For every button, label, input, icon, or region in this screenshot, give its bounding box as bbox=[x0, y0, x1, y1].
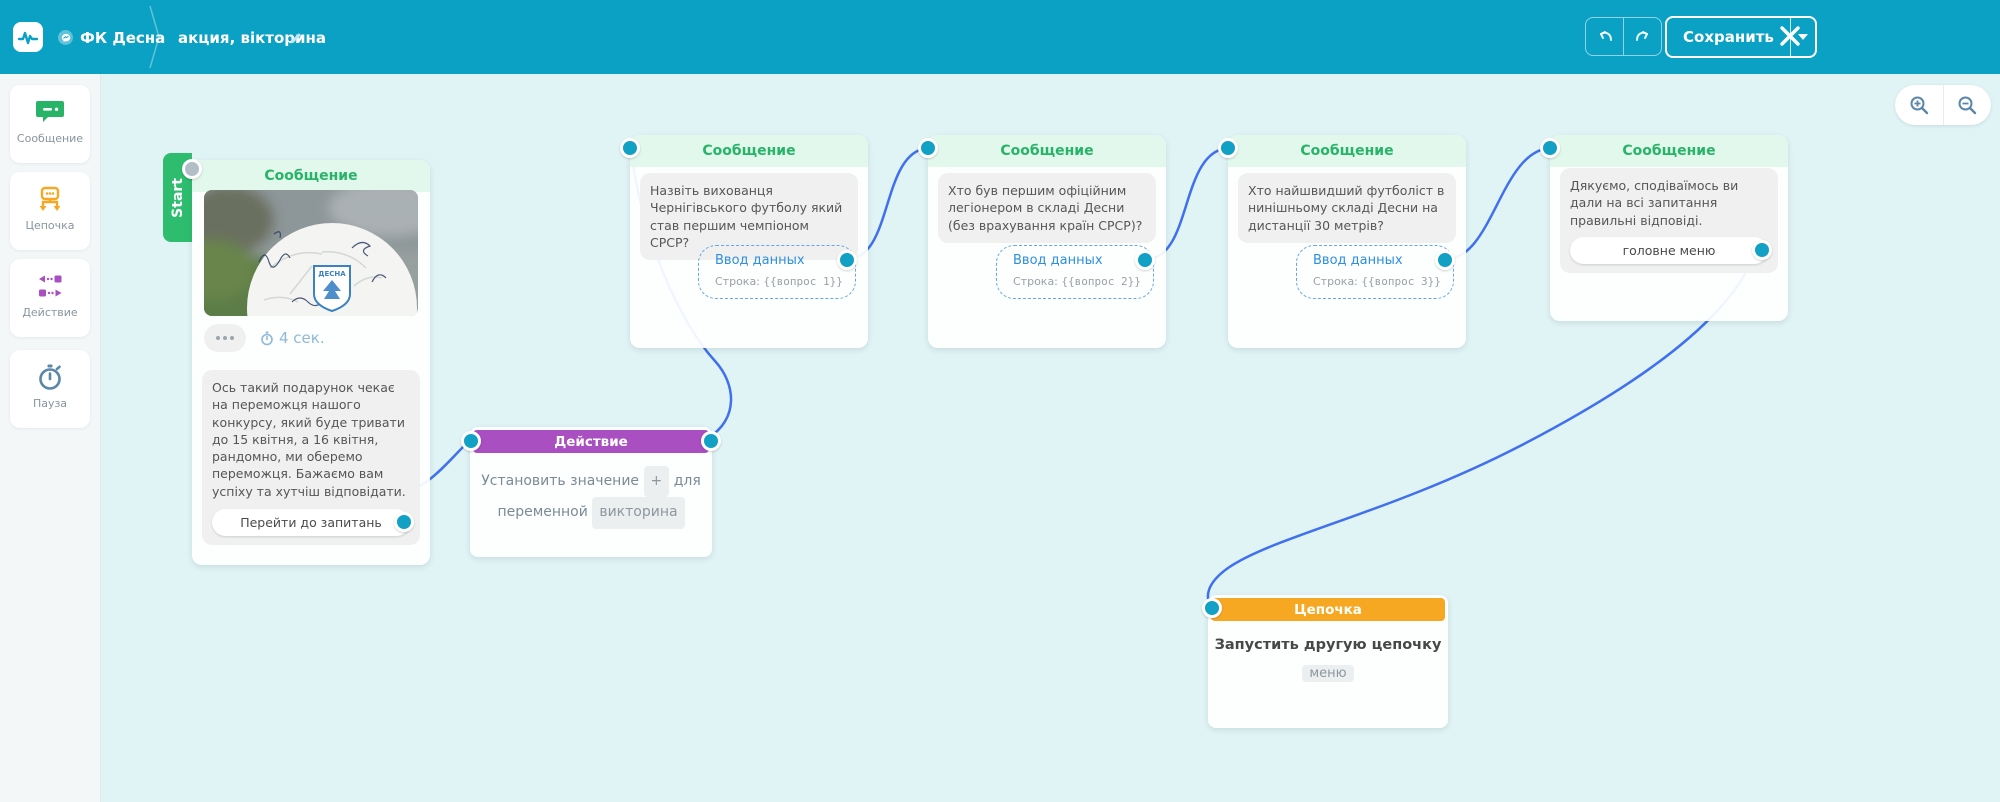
connector-port-input[interactable] bbox=[620, 138, 640, 158]
caret-down-icon bbox=[1797, 34, 1808, 40]
quick-reply-button[interactable]: Перейти до запитань bbox=[212, 508, 414, 536]
message-icon bbox=[35, 96, 65, 128]
connector-port-output[interactable] bbox=[837, 250, 857, 270]
message-meta-row: 4 сек. bbox=[204, 324, 325, 352]
connector-port-output[interactable] bbox=[1752, 240, 1772, 261]
sidebar-item-label: Сообщение bbox=[16, 132, 84, 145]
message-text: Ось такий подарунок чекає на переможця н… bbox=[212, 380, 406, 499]
message-bubble: Дякуємо, сподіваїмось ви дали на всі зап… bbox=[1560, 168, 1778, 273]
flow-title: акция, вікторина bbox=[178, 29, 327, 47]
node-header: Сообщение bbox=[1550, 135, 1788, 167]
connector-port-input[interactable] bbox=[461, 431, 481, 451]
save-button[interactable]: Сохранить bbox=[1683, 28, 1774, 46]
pulse-logo-icon bbox=[17, 31, 39, 45]
zoom-in-button[interactable] bbox=[1895, 85, 1943, 125]
connector-port-input[interactable] bbox=[918, 138, 938, 158]
close-icon bbox=[1780, 26, 1800, 46]
sidebar-item-label: Действие bbox=[22, 306, 78, 319]
user-input-block[interactable]: Ввод данных Строка: {{вопрос 1}} bbox=[698, 245, 857, 299]
user-input-block[interactable]: Ввод данных Строка: {{вопрос 2}} bbox=[996, 245, 1155, 299]
node-message-q2[interactable]: Сообщение Хто був першим офіційним легіо… bbox=[918, 135, 1166, 348]
message-text: Дякуємо, сподіваїмось ви дали на всі зап… bbox=[1570, 178, 1739, 228]
node-action[interactable]: Действие Установить значение + для перем… bbox=[461, 427, 721, 557]
app-logo[interactable] bbox=[13, 22, 43, 52]
pause-icon bbox=[35, 361, 65, 393]
connector-port-output[interactable] bbox=[1435, 250, 1455, 270]
node-header: Цепочка bbox=[1211, 598, 1445, 621]
sidebar-item-label: Пауза bbox=[32, 397, 68, 410]
connector-port-input[interactable] bbox=[1202, 598, 1222, 618]
sidebar-item-chain[interactable]: Цепочка bbox=[10, 172, 90, 250]
connector-port-input[interactable] bbox=[1540, 138, 1560, 158]
messenger-icon bbox=[58, 30, 73, 45]
pencil-icon[interactable] bbox=[288, 30, 304, 46]
connector-port-input[interactable] bbox=[1218, 138, 1238, 158]
zoom-in-icon bbox=[1910, 96, 1928, 115]
plus-chip: + bbox=[643, 466, 670, 498]
action-description: Установить значение + для переменной вик… bbox=[470, 466, 712, 529]
node-chain[interactable]: Цепочка Запустить другую цепочку меню bbox=[1202, 595, 1448, 728]
chain-title: Запустить другую цепочку bbox=[1214, 637, 1442, 653]
redo-icon bbox=[1635, 30, 1648, 41]
history-buttons bbox=[1585, 17, 1662, 56]
connector-port-input[interactable] bbox=[182, 159, 202, 179]
connector-port-output[interactable] bbox=[394, 512, 414, 533]
close-button[interactable] bbox=[1778, 24, 1802, 48]
top-bar: ФК Десна акция, вікторина Сохра bbox=[0, 0, 2000, 74]
message-bubble: Ось такий подарунок чекає на переможця н… bbox=[202, 370, 420, 545]
wire-thanks-to-chain bbox=[1206, 245, 1759, 610]
zoom-out-icon bbox=[1958, 96, 1977, 115]
node-header: Сообщение bbox=[1228, 135, 1466, 167]
delay-indicator: 4 сек. bbox=[260, 329, 325, 347]
node-message-q1[interactable]: Сообщение Назвіть вихованця Чернігівсько… bbox=[620, 135, 868, 348]
chain-icon bbox=[35, 183, 65, 215]
message-bubble: Хто був першим офіційним легіонером в ск… bbox=[938, 173, 1156, 243]
action-icon bbox=[35, 270, 65, 302]
sidebar-item-pause[interactable]: Пауза bbox=[10, 350, 90, 428]
user-input-block[interactable]: Ввод данных Строка: {{вопрос 3}} bbox=[1296, 245, 1455, 299]
variable-chip: викторина bbox=[592, 497, 685, 529]
sidebar-item-action[interactable]: Действие bbox=[10, 259, 90, 337]
message-bubble: Хто найшвидший футболіст в нинішньому ск… bbox=[1238, 173, 1456, 243]
sidebar-item-message[interactable]: Сообщение bbox=[10, 85, 90, 163]
node-message-q3[interactable]: Сообщение Хто найшвидший футболіст в нин… bbox=[1218, 135, 1466, 348]
quick-reply-button[interactable]: головне меню bbox=[1570, 236, 1772, 264]
variable-token: {{вопрос 2}} bbox=[1061, 275, 1141, 288]
delay-value: 4 сек. bbox=[279, 329, 325, 347]
stopwatch-icon bbox=[261, 331, 273, 345]
canvas-zoom-controls bbox=[1895, 85, 1991, 125]
node-message-start[interactable]: Сообщение bbox=[182, 159, 430, 565]
zoom-out-button[interactable] bbox=[1942, 85, 1992, 125]
variable-token: {{вопрос 1}} bbox=[763, 275, 843, 288]
undo-icon bbox=[1599, 30, 1612, 41]
breadcrumb-separator bbox=[149, 5, 160, 69]
undo-button[interactable] bbox=[1586, 18, 1623, 55]
redo-button[interactable] bbox=[1623, 18, 1661, 55]
connector-port-output[interactable] bbox=[701, 431, 721, 451]
svg-text:ДЕСНА: ДЕСНА bbox=[318, 270, 346, 278]
node-header: Сообщение bbox=[928, 135, 1166, 167]
sidebar-item-label: Цепочка bbox=[25, 219, 75, 232]
node-header: Сообщение bbox=[192, 160, 430, 192]
connector-port-output[interactable] bbox=[1135, 250, 1155, 270]
chain-target-chip: меню bbox=[1302, 665, 1354, 682]
node-message-thanks[interactable]: Сообщение Дякуємо, сподіваїмось ви дали … bbox=[1540, 135, 1788, 321]
node-palette-sidebar: Сообщение Цепочка bbox=[0, 74, 101, 802]
node-header: Сообщение bbox=[630, 135, 868, 167]
message-image-football: ДЕСНА bbox=[204, 190, 418, 316]
node-header: Действие bbox=[473, 430, 709, 453]
typing-dots-icon[interactable] bbox=[204, 324, 246, 352]
breadcrumb-workspace[interactable]: ФК Десна bbox=[80, 29, 166, 47]
variable-token: {{вопрос 3}} bbox=[1361, 275, 1441, 288]
